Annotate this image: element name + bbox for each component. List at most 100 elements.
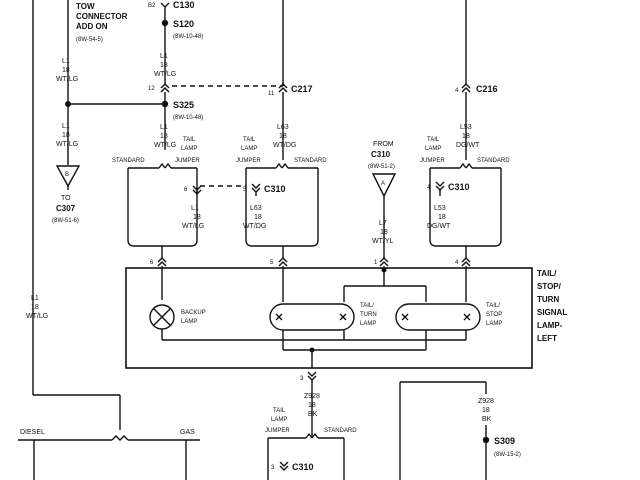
branch-1-circuit: L1 [191, 205, 199, 212]
ground-gauge: 18 [308, 402, 316, 409]
tail-turn-label-2: TURN [360, 312, 377, 318]
ground-tail: TAIL [273, 408, 286, 414]
lamp-title-2: STOP/ [537, 282, 562, 291]
l53-color: DG/WT [456, 142, 480, 149]
branch-2-jumper: JUMPER [236, 158, 261, 164]
l7-circuit: L7 [379, 220, 387, 227]
l1-tow-wire [65, 0, 166, 165]
lamp-title-3: TURN [537, 295, 559, 304]
c307-ref: (8W-51-6) [52, 218, 79, 224]
c307-pin-label: B [65, 172, 69, 178]
branch-1-lamp: LAMP [181, 146, 197, 152]
l63-color: WT/DG [273, 142, 296, 149]
branch-2-lamp: LAMP [241, 146, 257, 152]
c217-dashed-link [172, 82, 284, 87]
tow-wire-color: WT/LG [56, 76, 78, 83]
ground-lamp: LAMP [271, 417, 287, 423]
l7-wire [371, 173, 397, 258]
center-wire-gauge: 18 [160, 62, 168, 69]
branch-3-lamp: LAMP [425, 146, 441, 152]
ground-circuit: Z928 [304, 393, 320, 400]
tail-stop-label-3: LAMP [486, 321, 502, 327]
l1-center-wire [160, 7, 170, 150]
branch-3-circuit: L53 [434, 205, 446, 212]
l63-wire [278, 0, 288, 160]
c130-pin: B2 [148, 3, 156, 9]
trunk-wire-color: WT/LG [26, 313, 48, 320]
branch-3-c310: C310 [448, 182, 470, 192]
tow-connector-ref: (8W-54-5) [76, 37, 103, 43]
tail-stop-label-1: TAIL/ [486, 303, 500, 309]
center-wire-circuit-2: L1 [160, 124, 168, 131]
z928-color: BK [482, 416, 492, 423]
center-wire-color-2: WT/LG [154, 142, 176, 149]
lamp-title-1: TAIL/ [537, 269, 557, 278]
branch-1-standard: STANDARD [112, 158, 145, 164]
branch-3-color: DG/WT [427, 223, 451, 230]
branch-2-color: WT/DG [243, 223, 266, 230]
lamp-title-6: LEFT [537, 334, 557, 343]
l53-gauge: 18 [462, 133, 470, 140]
c307-triangle [55, 165, 81, 190]
lamp-title-5: LAMP- [537, 321, 563, 330]
c307-name: C307 [56, 204, 76, 213]
tow-connector-title-1: TOW [76, 2, 95, 11]
tow-wire-circuit-2: L1 [62, 123, 70, 130]
c130-connector [160, 2, 170, 8]
lamp-top-pins [157, 257, 471, 302]
c217-pin: 11 [268, 91, 275, 97]
s120-ref: (8W-10-48) [173, 34, 203, 40]
left-trunk-wire [32, 0, 121, 430]
tow-wire-gauge-2: 18 [62, 132, 70, 139]
l7-triangle-label: A [381, 181, 385, 187]
l63-circuit: L63 [277, 124, 289, 131]
z928-circuit: Z928 [478, 398, 494, 405]
branch-3-gauge: 18 [438, 214, 446, 221]
backup-lamp-label-1: BACKUP [181, 310, 206, 316]
diesel-gas-branch [18, 435, 200, 480]
lamp-pin-6: 6 [150, 260, 154, 266]
ground-wire [267, 371, 345, 480]
ground-color: BK [308, 411, 318, 418]
branch-2 [245, 162, 319, 258]
s309-name: S309 [494, 436, 515, 446]
branch-3-standard: STANDARD [477, 158, 510, 164]
backup-lamp-bulb [149, 304, 175, 340]
tow-wire-gauge: 18 [62, 67, 70, 74]
ground-c310-pin: 3 [271, 465, 275, 471]
branch-3 [429, 162, 502, 258]
z928-gauge: 18 [482, 407, 490, 414]
branch-2-tail: TAIL [243, 137, 256, 143]
lamp-pin-5: 5 [270, 260, 274, 266]
c216-name: C216 [476, 84, 498, 94]
l63-gauge: 18 [279, 133, 287, 140]
branch-1 [127, 162, 202, 258]
lamp-assembly-box [125, 267, 533, 369]
branch-3-tail: TAIL [427, 137, 440, 143]
tail-turn-label-1: TAIL/ [360, 303, 374, 309]
branch-2-circuit: L63 [250, 205, 262, 212]
branch-1-pin: 6 [184, 187, 188, 193]
trunk-wire-gauge: 18 [31, 304, 39, 311]
lamp-title-4: SIGNAL [537, 308, 567, 317]
l7-ref: (8W-51-2) [368, 164, 395, 170]
ground-jumper: JUMPER [265, 428, 290, 434]
branch-2-pin: 5 [243, 187, 247, 193]
s325-name: S325 [173, 100, 194, 110]
z928-right-wire [399, 381, 490, 480]
center-wire-color: WT/LG [154, 71, 176, 78]
tow-wire-color-2: WT/LG [56, 141, 78, 148]
ground-c310: C310 [292, 462, 314, 472]
ground-pin-3: 3 [300, 376, 304, 382]
branch-3-pin: 4 [427, 185, 431, 191]
branch-1-jumper: JUMPER [175, 158, 200, 164]
l53-circuit: L53 [460, 124, 472, 131]
branch-1-tail: TAIL [183, 137, 196, 143]
l7-from: FROM [373, 141, 394, 148]
s309-ref: (8W-15-2) [494, 452, 521, 458]
center-wire-gauge-2: 18 [160, 133, 168, 140]
option-diesel: DIESEL [20, 429, 45, 436]
branch-1-gauge: 18 [193, 214, 201, 221]
branch-2-c310: C310 [264, 184, 286, 194]
l7-c310: C310 [371, 150, 391, 159]
